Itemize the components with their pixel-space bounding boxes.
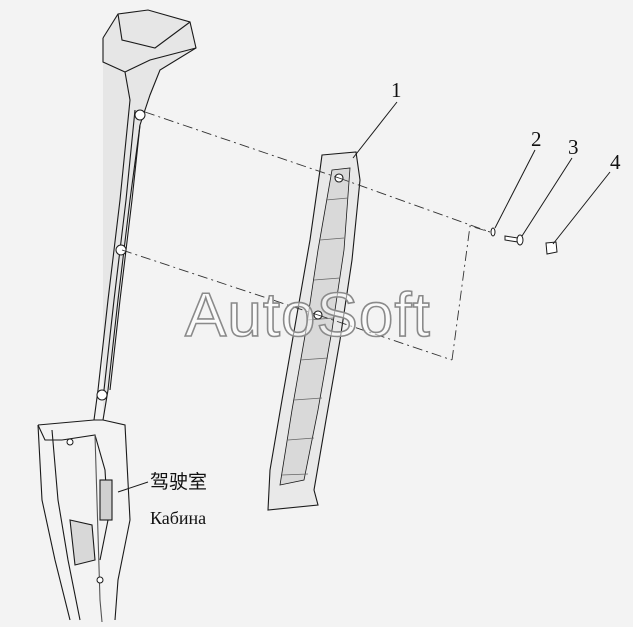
assembly-lines xyxy=(121,111,491,361)
caption-russian: Кабина xyxy=(150,508,207,528)
frame-mount-holes xyxy=(66,109,146,584)
callout-4: 4 xyxy=(610,150,621,174)
callout-2: 2 xyxy=(531,127,542,151)
watermark: AutoSoft xyxy=(184,280,431,351)
callout-1: 1 xyxy=(391,78,402,102)
callout-3: 3 xyxy=(568,135,579,159)
fastener-washer xyxy=(490,227,496,237)
leader-lines xyxy=(117,101,611,493)
fastener-cap xyxy=(545,241,558,255)
cabin-pillar-frame xyxy=(37,9,197,623)
caption-chinese: 驾驶室 xyxy=(150,472,208,493)
fastener-bolt xyxy=(504,234,524,246)
pillar-trim-panel xyxy=(267,151,361,511)
